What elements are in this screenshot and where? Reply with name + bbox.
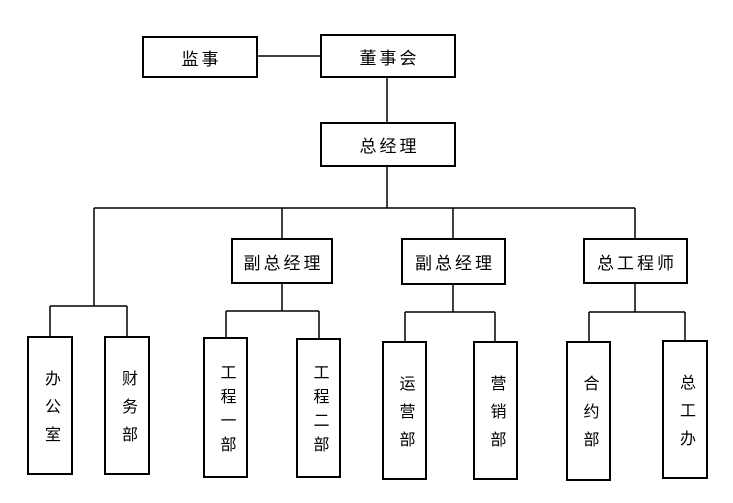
node-board: 董事会: [320, 34, 456, 78]
node-deputy-gm-1-label: 副总经理: [243, 253, 324, 273]
node-supervisor-label: 监事: [181, 49, 222, 69]
node-deputy-gm-2: 副总经理: [401, 238, 506, 285]
node-board-label: 董事会: [359, 48, 420, 68]
node-dept-engineering-2-label: 工程二部: [310, 364, 328, 460]
node-dept-chief-engineer-office-label: 总工办: [677, 373, 694, 458]
node-chief-engineer-label: 总工程师: [597, 253, 677, 273]
node-general-manager-label: 总经理: [359, 137, 420, 156]
node-dept-finance: 财务部: [104, 336, 150, 475]
node-dept-contract: 合约部: [566, 341, 611, 481]
node-general-manager: 总经理: [320, 122, 456, 167]
node-dept-engineering-2: 工程二部: [296, 338, 341, 478]
node-dept-finance-label: 财务部: [119, 369, 136, 454]
node-dept-marketing-label: 营销部: [487, 374, 505, 459]
node-dept-chief-engineer-office: 总工办: [662, 340, 708, 479]
node-dept-marketing: 营销部: [473, 341, 518, 480]
node-deputy-gm-1: 副总经理: [231, 238, 333, 284]
node-supervisor: 监事: [142, 36, 258, 78]
node-dept-office-label: 办公室: [42, 369, 59, 454]
node-deputy-gm-2-label: 副总经理: [415, 254, 495, 273]
node-chief-engineer: 总工程师: [583, 238, 688, 284]
node-dept-operations-label: 运营部: [396, 374, 414, 459]
node-dept-engineering-1: 工程一部: [203, 337, 248, 478]
node-dept-contract-label: 合约部: [580, 375, 598, 459]
node-dept-engineering-1-label: 工程一部: [217, 363, 235, 460]
node-dept-office: 办公室: [27, 336, 73, 475]
node-dept-operations: 运营部: [382, 341, 427, 480]
